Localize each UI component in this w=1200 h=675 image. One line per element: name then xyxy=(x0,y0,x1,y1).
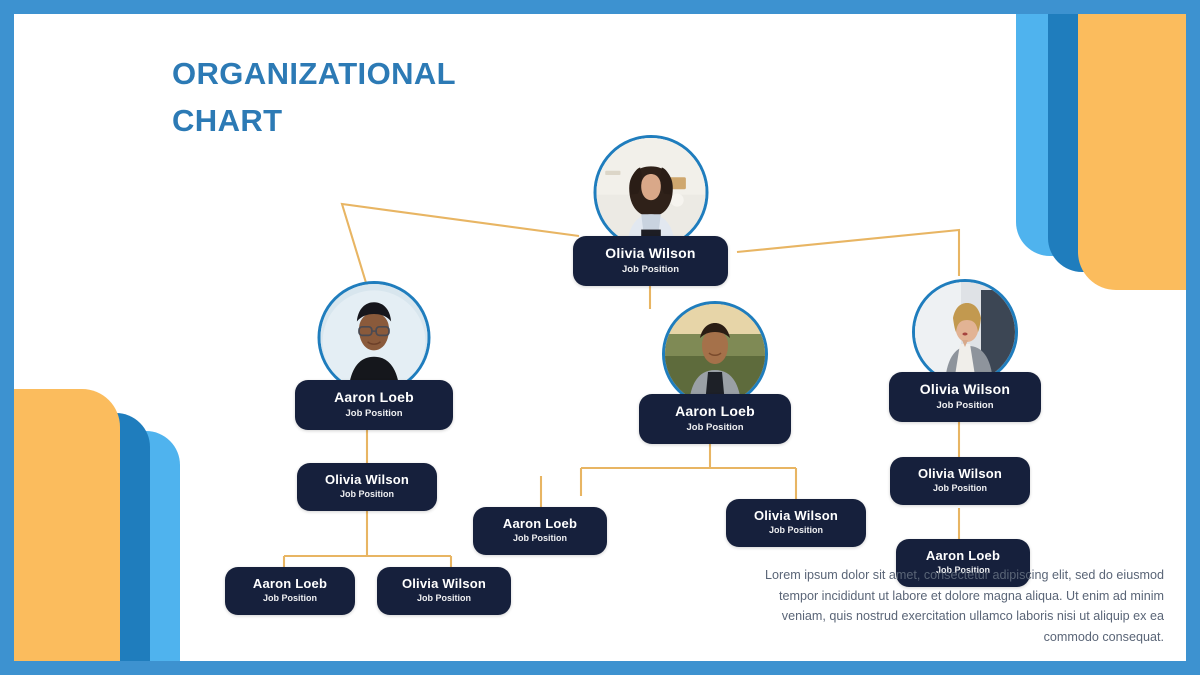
org-card-left-leaf-2[interactable]: Olivia Wilson Job Position xyxy=(377,567,511,615)
org-node-left-leaf-1[interactable]: Aaron Loeb Job Position xyxy=(225,567,355,615)
node-position: Job Position xyxy=(513,533,567,544)
title-line-1: ORGANIZATIONAL xyxy=(172,56,456,91)
avatar-image-right xyxy=(915,282,1015,382)
title-line-2: CHART xyxy=(172,103,283,139)
node-name: Aaron Loeb xyxy=(925,548,1001,563)
org-node-center-standalone[interactable]: Aaron Loeb Job Position xyxy=(473,507,607,555)
avatar-image-root xyxy=(596,138,705,247)
node-position: Job Position xyxy=(686,421,744,433)
org-node-left[interactable]: Aaron Loeb Job Position xyxy=(295,281,453,430)
node-position: Job Position xyxy=(769,525,823,536)
node-name: Aaron Loeb xyxy=(252,576,328,591)
node-position: Job Position xyxy=(340,489,394,500)
avatar-image-left xyxy=(320,284,428,391)
org-node-left-child[interactable]: Olivia Wilson Job Position xyxy=(297,463,437,511)
node-position: Job Position xyxy=(263,593,317,604)
node-position: Job Position xyxy=(622,263,679,275)
org-node-middle[interactable]: Aaron Loeb Job Position xyxy=(639,301,791,444)
org-card-middle-child-right[interactable]: Olivia Wilson Job Position xyxy=(726,499,866,547)
node-name: Aaron Loeb xyxy=(502,516,578,531)
node-name: Olivia Wilson xyxy=(324,472,410,487)
org-card-center-standalone[interactable]: Aaron Loeb Job Position xyxy=(473,507,607,555)
node-position: Job Position xyxy=(933,483,987,494)
org-card-root[interactable]: Olivia Wilson Job Position xyxy=(573,236,728,286)
org-card-left-child[interactable]: Olivia Wilson Job Position xyxy=(297,463,437,511)
org-card-left-leaf-1[interactable]: Aaron Loeb Job Position xyxy=(225,567,355,615)
node-name: Aaron Loeb xyxy=(334,389,414,405)
node-position: Job Position xyxy=(417,593,471,604)
org-node-middle-child-right[interactable]: Olivia Wilson Job Position xyxy=(726,499,866,547)
node-position: Job Position xyxy=(936,399,994,411)
org-card-right-child[interactable]: Olivia Wilson Job Position xyxy=(890,457,1030,505)
node-name: Olivia Wilson xyxy=(753,508,839,523)
org-card-right[interactable]: Olivia Wilson Job Position xyxy=(889,372,1041,422)
decoration-top-right-amber xyxy=(1078,14,1186,290)
org-card-left[interactable]: Aaron Loeb Job Position xyxy=(295,380,453,430)
avatar-image-middle xyxy=(665,304,765,404)
slide-canvas: ORGANIZATIONAL CHART xyxy=(14,14,1186,661)
avatar xyxy=(662,301,768,407)
node-name: Olivia Wilson xyxy=(917,466,1003,481)
node-name: Olivia Wilson xyxy=(401,576,487,591)
org-card-middle[interactable]: Aaron Loeb Job Position xyxy=(639,394,791,444)
node-name: Aaron Loeb xyxy=(675,403,755,419)
node-position: Job Position xyxy=(345,407,403,419)
org-card-right-leaf[interactable]: Aaron Loeb Job Position xyxy=(896,539,1030,587)
node-position: Job Position xyxy=(936,565,990,576)
decoration-bottom-left-amber xyxy=(14,389,120,661)
avatar xyxy=(317,281,431,394)
org-node-left-leaf-2[interactable]: Olivia Wilson Job Position xyxy=(377,567,511,615)
node-name: Olivia Wilson xyxy=(919,381,1011,397)
connector-lines xyxy=(282,202,961,568)
node-name: Olivia Wilson xyxy=(605,245,696,261)
org-node-right[interactable]: Olivia Wilson Job Position xyxy=(889,279,1041,422)
description-paragraph: Lorem ipsum dolor sit amet, consectetur … xyxy=(765,568,1164,644)
org-node-right-leaf[interactable]: Aaron Loeb Job Position xyxy=(896,539,1030,587)
avatar xyxy=(912,279,1018,385)
org-node-root[interactable]: Olivia Wilson Job Position xyxy=(573,135,728,286)
page-title: ORGANIZATIONAL CHART xyxy=(172,50,592,144)
org-node-right-child[interactable]: Olivia Wilson Job Position xyxy=(890,457,1030,505)
avatar xyxy=(593,135,708,250)
